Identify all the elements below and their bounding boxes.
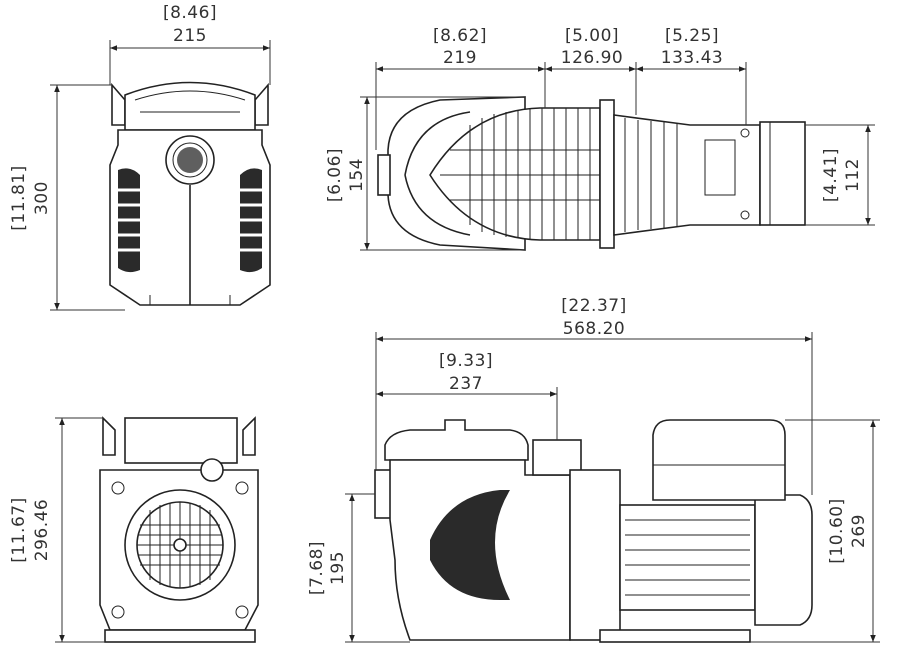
side-inlet-height-in: [7.68] bbox=[307, 541, 327, 595]
front-height-in: [11.81] bbox=[9, 165, 29, 230]
top-width2-in: [5.00] bbox=[565, 26, 619, 46]
top-height-right-in: [4.41] bbox=[821, 148, 841, 202]
front-width-in: [8.46] bbox=[163, 3, 217, 23]
top-view: [8.62] 219 [5.00] 126.90 [5.25] 133.43 [… bbox=[325, 26, 875, 251]
top-height-left-in: [6.06] bbox=[325, 148, 345, 202]
side-inlet-height-mm: 195 bbox=[328, 551, 348, 585]
front-width-mm: 215 bbox=[173, 26, 207, 46]
rear-height-mm: 296.46 bbox=[32, 499, 52, 561]
rear-view: [11.67] 296.46 bbox=[9, 416, 259, 643]
side-inlet-length-mm: 237 bbox=[449, 374, 483, 394]
side-height-in: [10.60] bbox=[827, 498, 847, 563]
top-height-right-mm: 112 bbox=[843, 158, 863, 192]
side-inlet-length-in: [9.33] bbox=[439, 351, 493, 371]
front-fins-right bbox=[240, 168, 262, 273]
top-height-left-mm: 154 bbox=[347, 158, 367, 192]
rear-height-in: [11.67] bbox=[9, 497, 29, 562]
front-fins-left bbox=[118, 168, 140, 273]
side-view: [22.37] 568.20 [9.33] 237 [7.68] 195 [10… bbox=[307, 296, 880, 643]
side-length-mm: 568.20 bbox=[563, 319, 625, 339]
top-width1-in: [8.62] bbox=[433, 26, 487, 46]
top-motor-fins bbox=[624, 118, 678, 232]
side-motor-fins bbox=[625, 519, 750, 596]
top-width3-mm: 133.43 bbox=[661, 48, 723, 68]
top-width3-in: [5.25] bbox=[665, 26, 719, 46]
top-width2-mm: 126.90 bbox=[561, 48, 623, 68]
front-height-mm: 300 bbox=[32, 181, 52, 215]
front-view: [8.46] 215 [11.81] 300 bbox=[9, 3, 271, 311]
top-width1-mm: 219 bbox=[443, 48, 477, 68]
top-grid bbox=[440, 108, 600, 240]
side-length-in: [22.37] bbox=[561, 296, 626, 316]
side-height-mm: 269 bbox=[849, 514, 869, 548]
